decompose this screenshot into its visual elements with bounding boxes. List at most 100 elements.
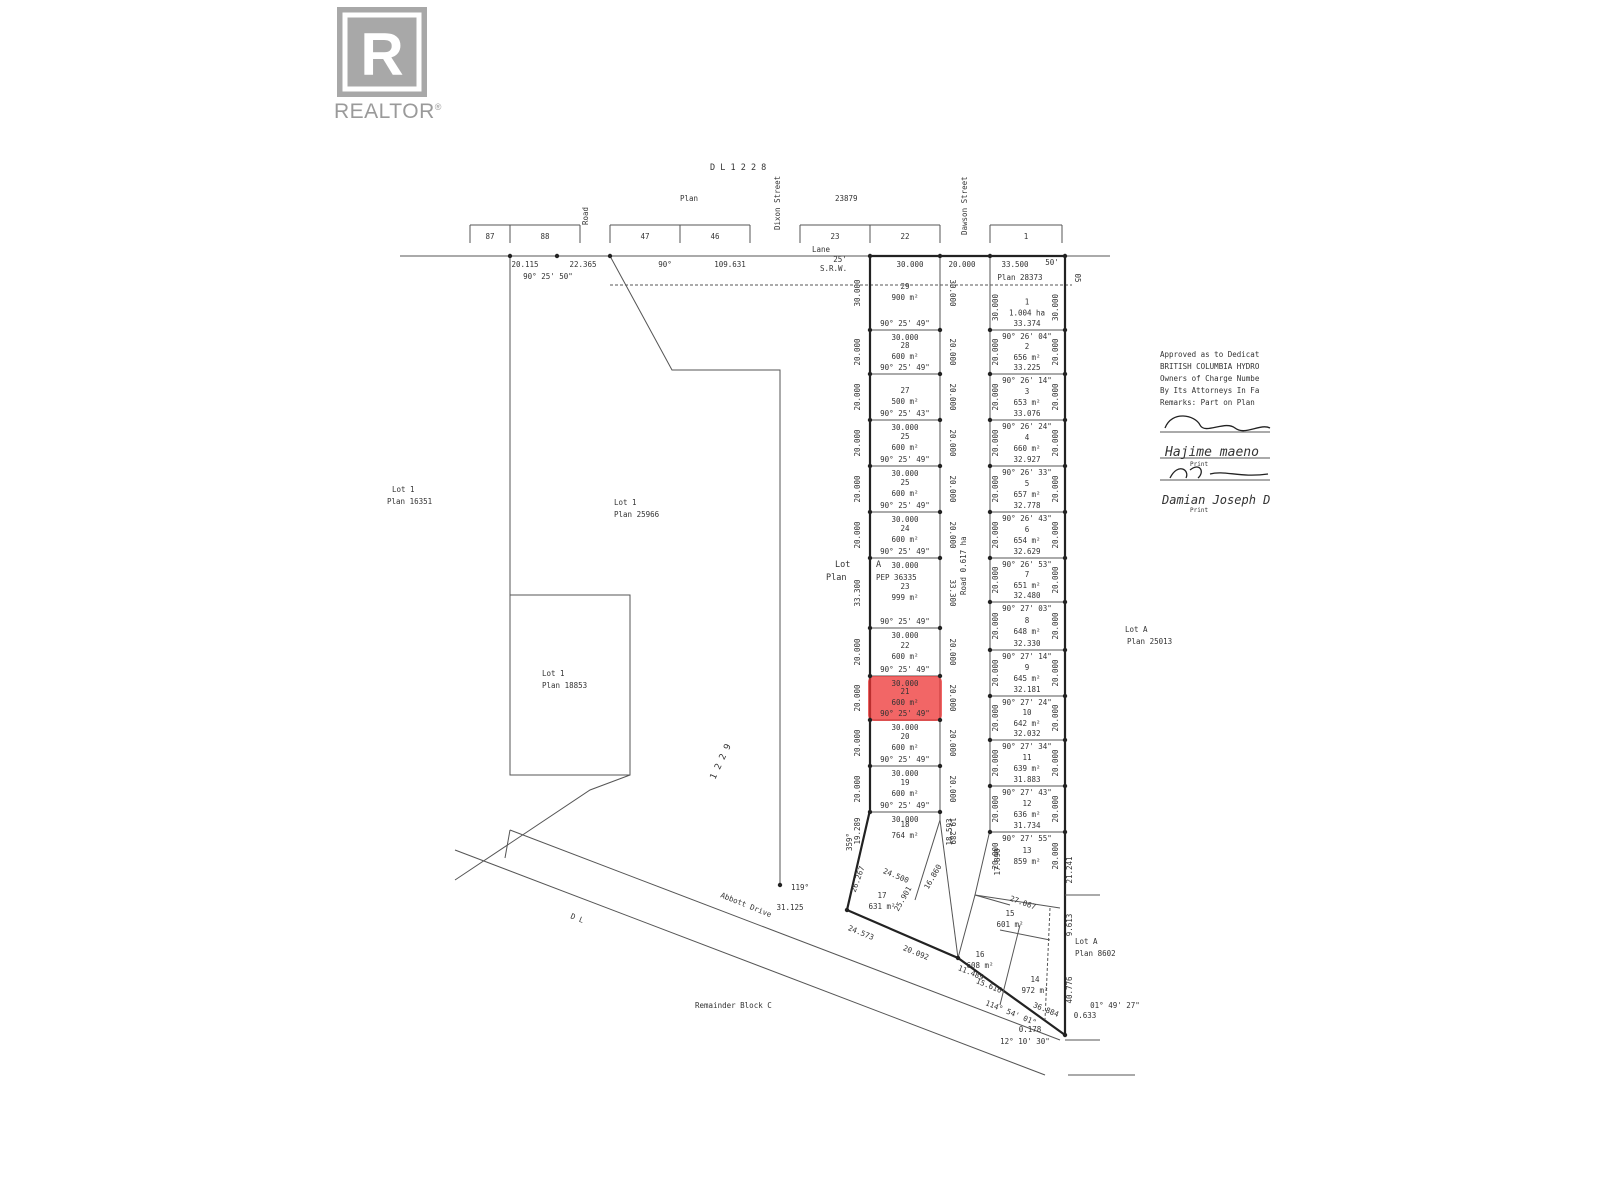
south-lot-number: 14 (1030, 975, 1040, 984)
west-lot-area: 764 m² (891, 831, 918, 840)
road-middle-label: Road 0.617 ha (959, 536, 968, 595)
boundary-dimension: 18.593 (945, 818, 954, 845)
boundary-dimension: 119° (791, 883, 809, 892)
west-lot-depth: 20.000 (853, 475, 862, 503)
east-lot-side: 20.000 (991, 338, 1000, 366)
reg-mark: ® (434, 102, 442, 112)
west-lot-depth: 33.300 (853, 579, 862, 607)
boundary-dimension: 31.125 (776, 903, 803, 912)
south-lot-number: 15 (1005, 909, 1014, 918)
west-lot-depth-east: 20.000 (948, 338, 957, 366)
east-lot-area: 657 m² (1013, 490, 1040, 499)
survey-pin (987, 647, 993, 653)
boundary-dimension: 40.776 (1065, 976, 1074, 1004)
east-lot-area: 656 m² (1013, 353, 1040, 362)
survey-pin (937, 809, 943, 815)
west-lot-depth-east: 33.300 (948, 579, 957, 607)
west-lot-area: 600 m² (891, 443, 918, 452)
survey-pin (987, 829, 993, 835)
dl-1228-label: D L 1 2 2 8 (710, 163, 766, 173)
west-lot-number: 29 (900, 282, 909, 291)
top-lot-number: 23 (830, 232, 839, 241)
west-lot-depth-east: 20.000 (948, 729, 957, 757)
survey-pin (607, 253, 613, 259)
plan-number-label: 23879 (835, 194, 858, 203)
east-lot-number: 9 (1025, 663, 1030, 672)
east-lot-side: 20.000 (991, 612, 1000, 640)
boundary-dimension: 9.613 (1065, 914, 1074, 937)
boundary-dimension: 26.267 (849, 865, 867, 894)
lot-a-plan25013-line2: Plan 25013 (1127, 637, 1172, 646)
plan-label: Plan (680, 194, 698, 203)
survey-pin (867, 327, 873, 333)
survey-pin (1062, 783, 1068, 789)
west-lot-number: 23 (900, 582, 909, 591)
east-lot-bearing: 90° 27' 03" (1002, 604, 1052, 613)
west-lot-depth-east: 20.000 (948, 429, 957, 457)
boundary-dimension: 24.573 (847, 923, 875, 941)
survey-pin (867, 555, 873, 561)
west-lot-depth: 20.000 (853, 429, 862, 457)
west-lot-number: 18 (900, 820, 910, 829)
realtor-logo: R (337, 7, 427, 97)
boundary-dimension: 25.901 (892, 885, 913, 913)
west-lot-area: 600 m² (891, 698, 918, 707)
west-lot-depth-east: 20.000 (948, 475, 957, 503)
south-lot-area: 631 m² (868, 902, 895, 911)
survey-pin (1062, 371, 1068, 377)
survey-pin (1062, 327, 1068, 333)
east-lot-area: 1.004 ha (1009, 309, 1045, 318)
east-lot-side: 20.000 (991, 795, 1000, 823)
abbott-drive-label: Abbott Drive (719, 891, 773, 920)
survey-pin (987, 783, 993, 789)
brand-name: REALTOR (334, 100, 435, 123)
top-dimension: 20.000 (948, 260, 976, 269)
boundary-dimension: 0.633 (1074, 1011, 1097, 1020)
west-lot-bearing: 90° 25' 49" (880, 455, 930, 464)
east-lot-depth: 32.330 (1013, 639, 1041, 648)
east-lot-number: 6 (1025, 525, 1030, 534)
boundary-dimension: 114° 54' 01" (984, 998, 1038, 1027)
survey-pin (777, 882, 783, 888)
west-lot-frontage: 30.000 (891, 631, 919, 640)
east-lot-number: 1 (1025, 298, 1030, 307)
east-lot-side-east: 20.000 (1051, 383, 1060, 411)
west-lot-bearing: 90° 25' 49" (880, 501, 930, 510)
top-dimension: 30.000 (896, 260, 924, 269)
east-lot-bearing: 90° 27' 55" (1002, 834, 1052, 843)
east-lot-area: 654 m² (1013, 536, 1040, 545)
approval-line-1: Approved as to Dedicat (1160, 350, 1259, 359)
survey-pin (955, 955, 961, 961)
top-lot-number: 87 (485, 232, 494, 241)
top-dimension: 109.631 (714, 260, 746, 269)
west-lot-depth-east: 30.000 (948, 279, 957, 307)
west-lot-bearing: 90° 25' 49" (880, 709, 930, 718)
west-lot-area: 600 m² (891, 743, 918, 752)
east-lot-side-east: 20.000 (1051, 659, 1060, 687)
west-lot-area: 600 m² (891, 789, 918, 798)
east-lot-bearing: 90° 26' 24" (1002, 422, 1052, 431)
east-lot-area: 636 m² (1013, 810, 1040, 819)
remainder-block-label: Remainder Block C (695, 1001, 772, 1010)
east-lot-number: 7 (1025, 570, 1030, 579)
west-lot-bearing: 90° 25' 49" (880, 363, 930, 372)
east-lot-side-east: 20.000 (1051, 338, 1060, 366)
west-lot-frontage: 30.000 (891, 679, 919, 688)
south-lot-area: 608 m² (966, 961, 993, 970)
west-lot-number: 21 (900, 687, 909, 696)
lot-a-plan8602-line2: Plan 8602 (1075, 949, 1116, 958)
lane-label: Lane (812, 245, 831, 254)
west-lot-depth-east: 20.000 (948, 521, 957, 549)
west-lot-number: 20 (900, 732, 910, 741)
east-lot-side-east: 20.000 (1051, 566, 1060, 594)
survey-pin (987, 737, 993, 743)
west-lot-area: 500 m² (891, 397, 918, 406)
west-lot-depth: 20.000 (853, 383, 862, 411)
lot-a-plan8602-line1: Lot A (1075, 937, 1098, 946)
west-lot-bearing: 90° 25' 43" (880, 409, 930, 418)
dixon-street-label: Dixon Street (773, 176, 782, 230)
west-lot-frontage: 30.000 (891, 561, 919, 570)
east-lot-number: 12 (1022, 799, 1031, 808)
lot1-plan18853-line2: Plan 18853 (542, 681, 587, 690)
east-lot-bearing: 90° 26' 53" (1002, 560, 1052, 569)
